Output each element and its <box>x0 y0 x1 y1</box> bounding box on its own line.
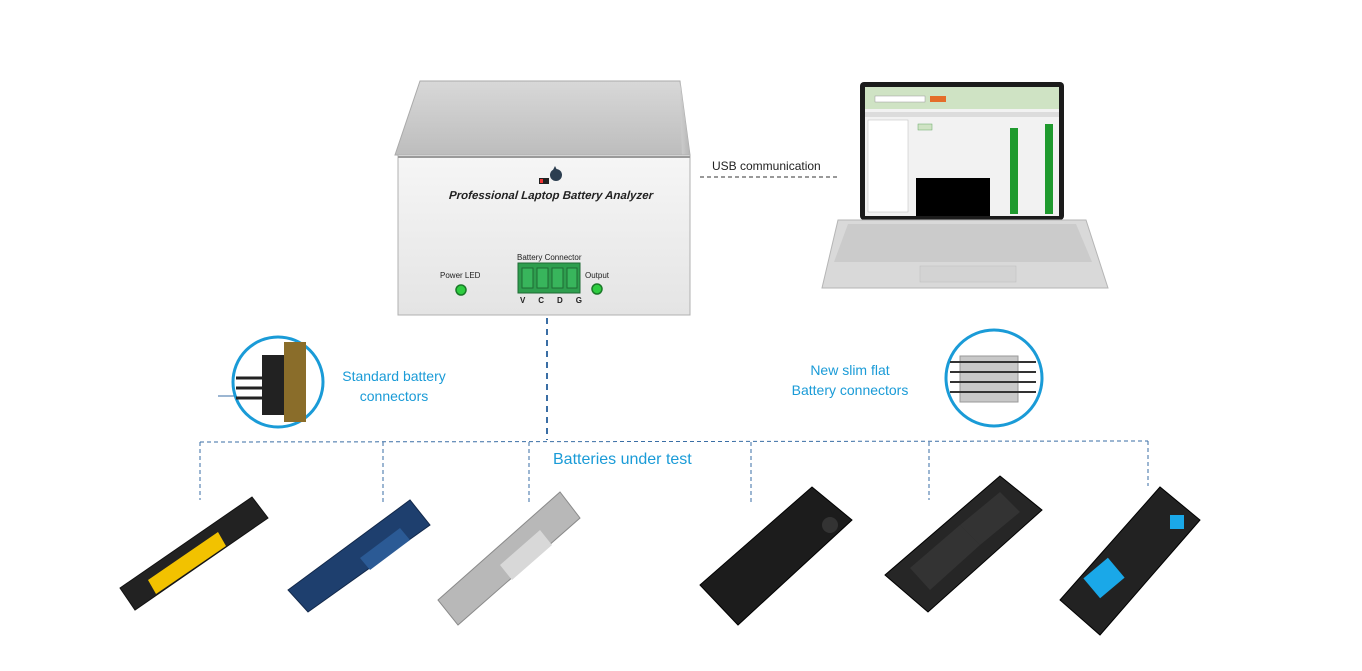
pin-g-label: G <box>575 296 582 305</box>
standard-connector-photo <box>231 335 325 429</box>
slim-connectors-line-2: Battery connectors <box>791 382 909 398</box>
connector-label: Battery Connector <box>517 253 582 262</box>
output-label: Output <box>585 271 610 280</box>
battery-3 <box>437 491 581 626</box>
battery-6 <box>1059 486 1201 636</box>
output-led <box>591 283 603 295</box>
power-led <box>455 284 467 296</box>
power-led-label: Power LED <box>440 271 481 280</box>
analyzer-title: Professional Laptop Battery Analyzer <box>448 190 654 202</box>
battery-5 <box>884 475 1043 613</box>
analyzer-device <box>394 80 691 316</box>
pin-d-label: D <box>557 296 563 305</box>
batteries-under-test-label: Batteries under test <box>553 451 692 468</box>
pin-c-label: C <box>538 296 545 305</box>
pin-v-label: V <box>520 296 526 305</box>
slim-connectors-line-1: New slim flat <box>810 362 890 378</box>
battery-connector <box>517 262 581 294</box>
standard-connectors-line-2: connectors <box>359 388 429 404</box>
laptop <box>821 82 1109 289</box>
standard-connectors-label: Standard battery connectors <box>332 366 456 406</box>
slim-connector-photo <box>944 328 1044 428</box>
logo-icon <box>539 166 562 184</box>
pin-labels: V C D G <box>520 296 582 305</box>
standard-connectors-line-1: Standard battery <box>342 368 446 384</box>
battery-2 <box>287 499 431 613</box>
connection-lines <box>199 176 1149 503</box>
battery-1 <box>119 496 269 611</box>
battery-4 <box>699 486 853 626</box>
usb-communication-label: USB communication <box>712 159 821 173</box>
slim-connectors-label: New slim flat Battery connectors <box>780 360 920 400</box>
